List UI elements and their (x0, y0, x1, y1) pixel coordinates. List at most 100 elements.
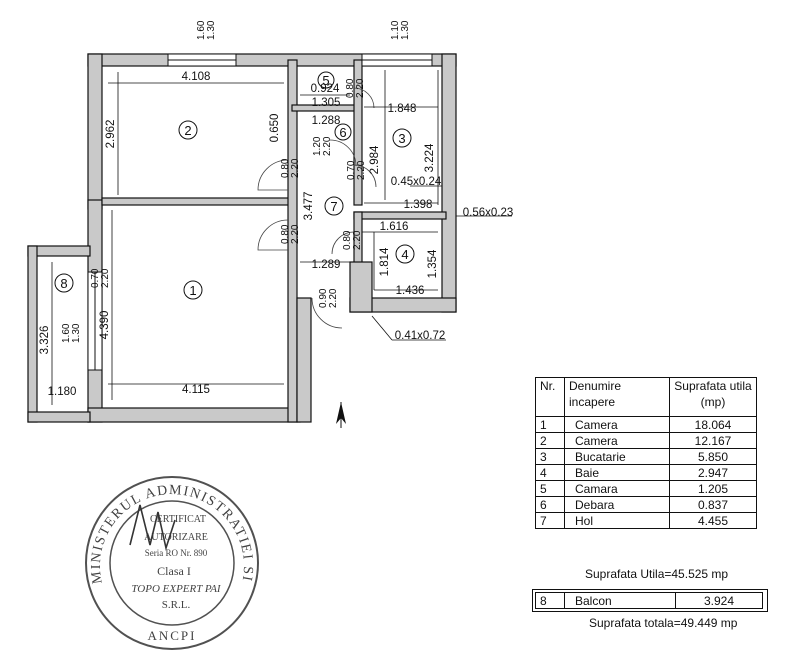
dim-r1-height: 4.390 (99, 311, 111, 340)
north-arrow-icon (336, 402, 346, 428)
dim-r4-height-b: 1.354 (427, 249, 439, 278)
row-nr: 6 (535, 496, 565, 513)
opening-door-6: 1.202.20 (312, 136, 333, 156)
stamp: MINISTERUL ADMINISTRATIEI SI INTERNELOR … (0, 0, 259, 650)
dim-niche-a: 0.45x0.24 (391, 176, 442, 188)
door-swings (257, 87, 377, 329)
dim-r8-width: 1.180 (48, 386, 77, 398)
row-name: Bucatarie (564, 448, 670, 465)
windows (87, 53, 433, 371)
signature-icon (129, 504, 176, 552)
row-name: Baie (564, 464, 670, 481)
dim-r6-width: 1.288 (312, 115, 341, 127)
dim-niche-b: 0.56x0.23 (463, 207, 514, 219)
dim-r3-height-b: 3.224 (424, 143, 436, 172)
dim-r5-width: 1.305 (312, 97, 341, 109)
rooms-table-header: Nr. Denumire incapere Suprafata utila (m… (535, 377, 757, 417)
dim-r3-height-a: 2.984 (369, 145, 381, 174)
dim-r7-height: 3.477 (303, 192, 315, 221)
room-number-3: 3 (398, 131, 405, 146)
row-nr: 1 (535, 416, 565, 433)
dim-r3-width: 1.848 (388, 103, 417, 115)
header-name: Denumire incapere (564, 377, 670, 417)
row-nr: 3 (535, 448, 565, 465)
opening-door-2: 0.802.20 (280, 158, 301, 178)
row-nr: 7 (535, 512, 565, 529)
room-number-5: 5 (322, 73, 329, 88)
stamp-line-2: AUTORIZARE (144, 532, 208, 543)
balcony-table: 8 Balcon 3.924 (535, 592, 763, 609)
stamp-line-4: Clasa I (157, 564, 191, 578)
opening-door-3: 0.702.20 (346, 160, 367, 180)
stamp-line-5: TOPO EXPERT PAI (131, 583, 222, 595)
room-numbers: 2 1 8 5 6 3 7 4 (54, 71, 415, 300)
row-nr: 4 (535, 464, 565, 481)
room-number-6: 6 (339, 125, 346, 140)
dim-r8-height: 3.326 (39, 326, 51, 355)
row-nr: 5 (535, 480, 565, 497)
row-nr: 2 (535, 432, 565, 449)
row-area: 12.167 (669, 432, 757, 449)
rooms-table: Nr. Denumire incapere Suprafata utila (m… (535, 377, 757, 529)
dim-r2-height: 2.962 (105, 120, 117, 149)
dim-r3-bottom: 1.398 (404, 199, 433, 211)
opening-win-top-left: 1.601.30 (196, 20, 217, 40)
opening-door-5: 0.802.20 (345, 78, 366, 98)
balcony-nr: 8 (535, 592, 565, 609)
room-number-8: 8 (60, 276, 67, 291)
opening-win-top-right: 1.101.30 (390, 20, 411, 40)
row-name: Camera (564, 416, 670, 433)
opening-door-4: 0.802.20 (342, 230, 363, 250)
stamp-line-6: S.R.L. (162, 599, 191, 611)
dim-r2-width: 4.108 (182, 71, 211, 83)
dim-r2-wall: 0.650 (269, 114, 281, 143)
row-area: 1.205 (669, 480, 757, 497)
row-name: Debara (564, 496, 670, 513)
dim-niche-c: 0.41x0.72 (395, 330, 446, 342)
dimension-labels: 4.108 2.962 0.650 4.390 4.115 3.326 1.18… (39, 71, 513, 398)
room-number-1: 1 (189, 283, 196, 298)
walls (27, 53, 457, 423)
stamp-outer-text: MINISTERUL ADMINISTRATIEI SI INTERNELOR (0, 0, 255, 585)
row-area: 18.064 (669, 416, 757, 433)
stamp-line-1: CERTIFICAT (150, 514, 206, 525)
opening-door-1: 0.802.20 (280, 224, 301, 244)
header-nr: Nr. (535, 377, 565, 417)
opening-win-balcony: 1.601.30 (61, 323, 82, 343)
opening-labels: 1.601.30 1.101.30 0.802.20 0.802.20 0.80… (61, 20, 411, 343)
room-number-4: 4 (401, 247, 408, 262)
room-number-7: 7 (330, 199, 337, 214)
row-area: 0.837 (669, 496, 757, 513)
room-number-2: 2 (184, 123, 191, 138)
balcony-name: Balcon (564, 592, 676, 609)
table-row: 8 Balcon 3.924 (535, 592, 763, 609)
dim-r4-height-a: 1.814 (379, 247, 391, 276)
balcony-area: 3.924 (675, 592, 763, 609)
dimension-lines (51, 70, 512, 405)
total-area: Suprafata totala=49.449 mp (589, 616, 738, 630)
opening-door-balcony: 0.702.20 (90, 268, 111, 288)
row-name: Hol (564, 512, 670, 529)
dim-r7-width: 1.289 (312, 259, 341, 271)
opening-door-entry: 0.902.20 (318, 288, 339, 308)
dim-r1-width: 4.115 (182, 384, 210, 396)
dim-r4-width-bottom: 1.436 (396, 285, 425, 297)
row-name: Camara (564, 480, 670, 497)
row-name: Camera (564, 432, 670, 449)
row-area: 2.947 (669, 464, 757, 481)
stamp-line-3: Seria RO Nr. 890 (145, 548, 208, 558)
dim-r5-height: 0.924 (311, 83, 340, 95)
stamp-bottom-text: ANCPI (147, 628, 196, 643)
row-area: 4.455 (669, 512, 757, 529)
row-area: 5.850 (669, 448, 757, 465)
dim-r4-width-top: 1.616 (380, 221, 409, 233)
total-useful-area: Suprafata Utila=45.525 mp (585, 567, 729, 581)
